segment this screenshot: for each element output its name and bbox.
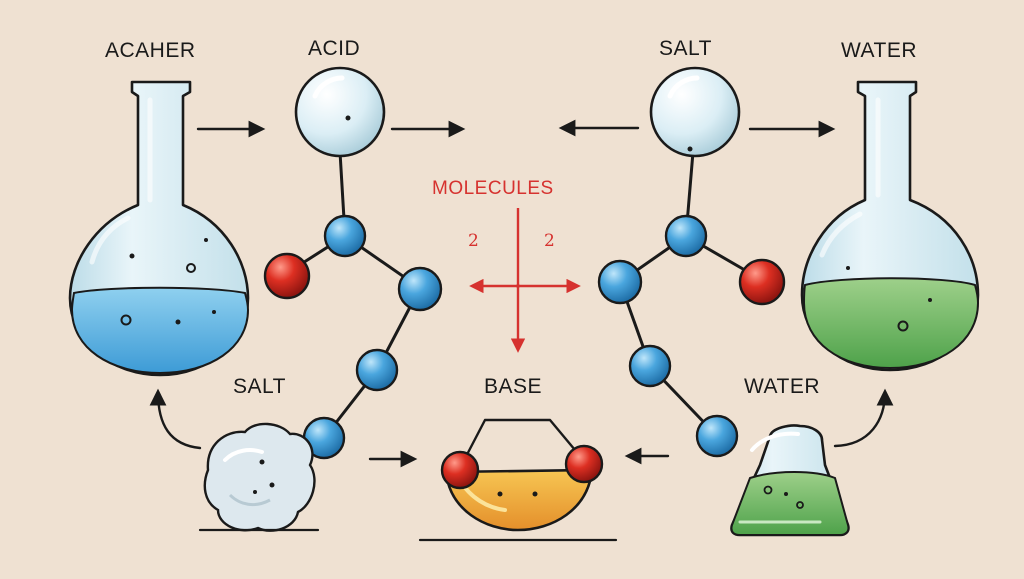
atom-icon	[323, 214, 367, 258]
base-bowl-icon	[418, 418, 618, 542]
atom-icon	[664, 214, 708, 258]
curved-arrow-icon	[833, 388, 894, 448]
molecule-chain-left	[263, 66, 443, 460]
label-molecules: MOLECULES	[432, 178, 554, 199]
label-acaher: ACAHER	[105, 39, 196, 62]
atom-icon	[695, 414, 739, 458]
label-water-bottom: WATER	[744, 375, 820, 398]
round-flask-green-icon	[800, 80, 980, 372]
label-base: BASE	[484, 375, 542, 398]
molecules-cross-arrows	[469, 208, 581, 353]
atom-icon	[738, 258, 786, 306]
atom-icon	[397, 266, 443, 312]
number-right: 2	[544, 231, 555, 251]
label-water-top: WATER	[841, 39, 917, 62]
atom-icon	[564, 444, 604, 484]
acid-sphere-icon	[294, 66, 386, 158]
molecule-chain-right	[597, 66, 786, 458]
atom-icon	[263, 252, 311, 300]
label-acid: ACID	[308, 37, 360, 60]
round-flask-blue-icon	[68, 80, 250, 377]
salt-sphere-icon	[649, 66, 741, 158]
label-salt-top: SALT	[659, 37, 712, 60]
label-salt-bottom: SALT	[233, 375, 286, 398]
atom-icon	[440, 450, 480, 490]
salt-crystal-icon	[198, 422, 320, 532]
curved-arrow-icon	[149, 388, 202, 450]
atom-icon	[628, 344, 672, 388]
erlenmeyer-flask-icon	[730, 424, 850, 537]
atom-icon	[355, 348, 399, 392]
number-left: 2	[468, 231, 479, 251]
atom-icon	[597, 259, 643, 305]
